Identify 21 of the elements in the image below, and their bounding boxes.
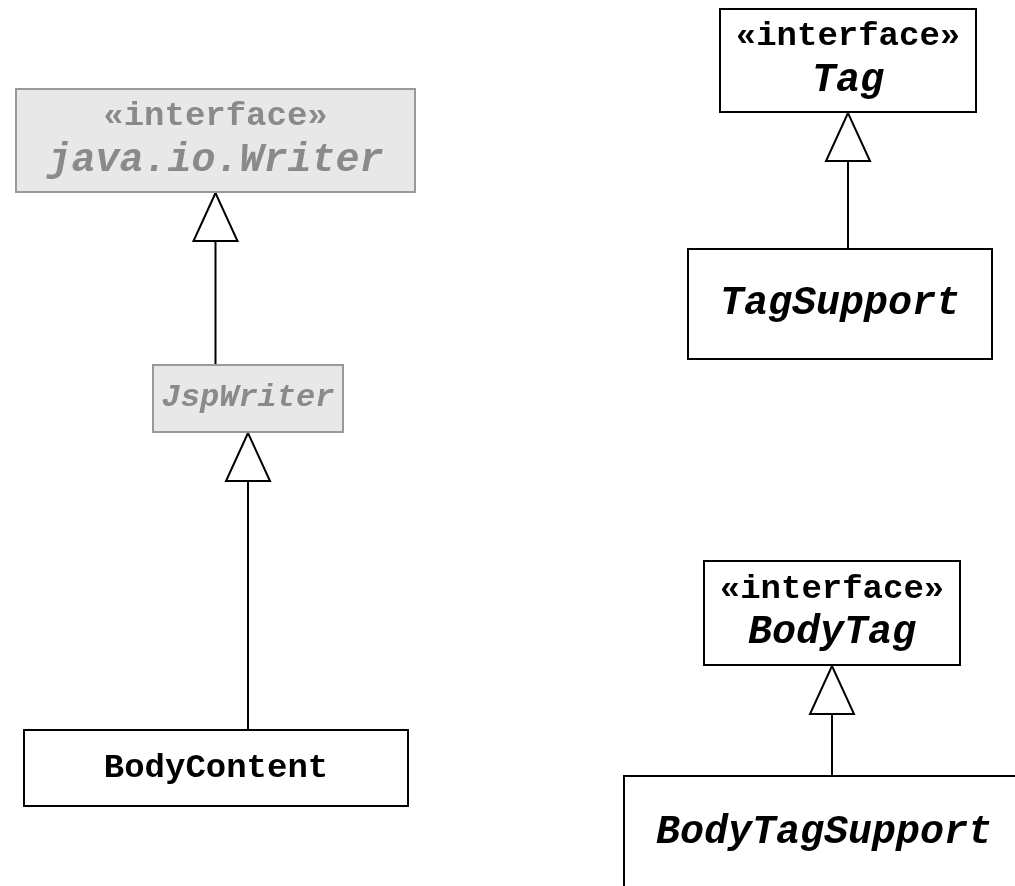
interface-box: [719, 8, 977, 113]
class-box: [623, 775, 1015, 886]
class-name: Tag: [812, 56, 884, 105]
class-box: [152, 364, 344, 433]
stereotype-label: «interface»: [103, 96, 328, 137]
generalization-arrow: [225, 432, 271, 730]
class-box: [687, 248, 993, 360]
class-name: BodyTag: [748, 609, 916, 658]
generalization-arrow: [825, 112, 871, 249]
class-name: BodyTagSupport: [655, 809, 993, 857]
generalization-arrow: [809, 665, 855, 776]
interface-box: [15, 88, 416, 193]
class-box: [23, 729, 409, 807]
class-name: TagSupport: [719, 280, 960, 328]
class-name: BodyContent: [103, 747, 329, 789]
class-name: java.io.Writer: [47, 136, 384, 185]
stereotype-label: «interface»: [735, 16, 961, 57]
interface-box: [703, 560, 961, 666]
class-name: JspWriter: [161, 379, 335, 418]
generalization-arrow: [192, 192, 239, 365]
stereotype-label: «interface»: [719, 568, 945, 610]
